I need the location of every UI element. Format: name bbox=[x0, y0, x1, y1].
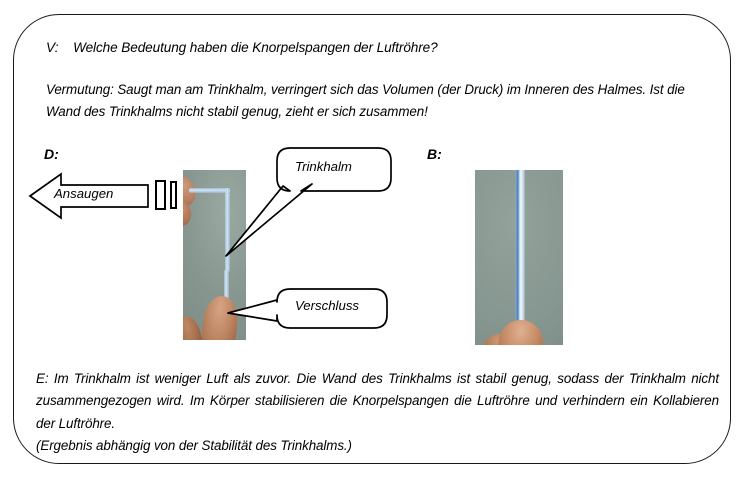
conclusion-note: (Ergebnis abhängig von der Stabilität de… bbox=[36, 437, 352, 453]
straw-horizontal-segment bbox=[189, 188, 230, 193]
question-line: V: Welche Bedeutung haben die Knorpelspa… bbox=[46, 40, 438, 55]
callout-verschluss-label: Verschluss bbox=[295, 298, 360, 313]
suction-arrow bbox=[28, 172, 150, 220]
straw-vertical-upper bbox=[225, 194, 230, 272]
photo-collapsed-straw bbox=[183, 170, 246, 340]
panel-label-d: D: bbox=[44, 146, 59, 162]
arrow-shape-icon bbox=[28, 172, 149, 220]
callout-trinkhalm-label: Trinkhalm bbox=[295, 159, 352, 174]
photo-straight-straw bbox=[475, 170, 563, 345]
panel-label-b: B: bbox=[427, 146, 442, 162]
lip-bar-wide-icon bbox=[155, 180, 166, 210]
lip-bar-narrow-icon bbox=[170, 181, 177, 209]
rounded-frame-border bbox=[13, 14, 731, 464]
conclusion-main-text: E: Im Trinkhalm ist weniger Luft als zuv… bbox=[36, 371, 719, 431]
hypothesis-paragraph: Vermutung: Saugt man am Trinkhalm, verri… bbox=[46, 82, 685, 119]
conclusion-block: E: Im Trinkhalm ist weniger Luft als zuv… bbox=[36, 368, 719, 457]
straw-straight-vertical bbox=[515, 170, 525, 330]
arrow-label-ansaugen: Ansaugen bbox=[54, 186, 114, 201]
